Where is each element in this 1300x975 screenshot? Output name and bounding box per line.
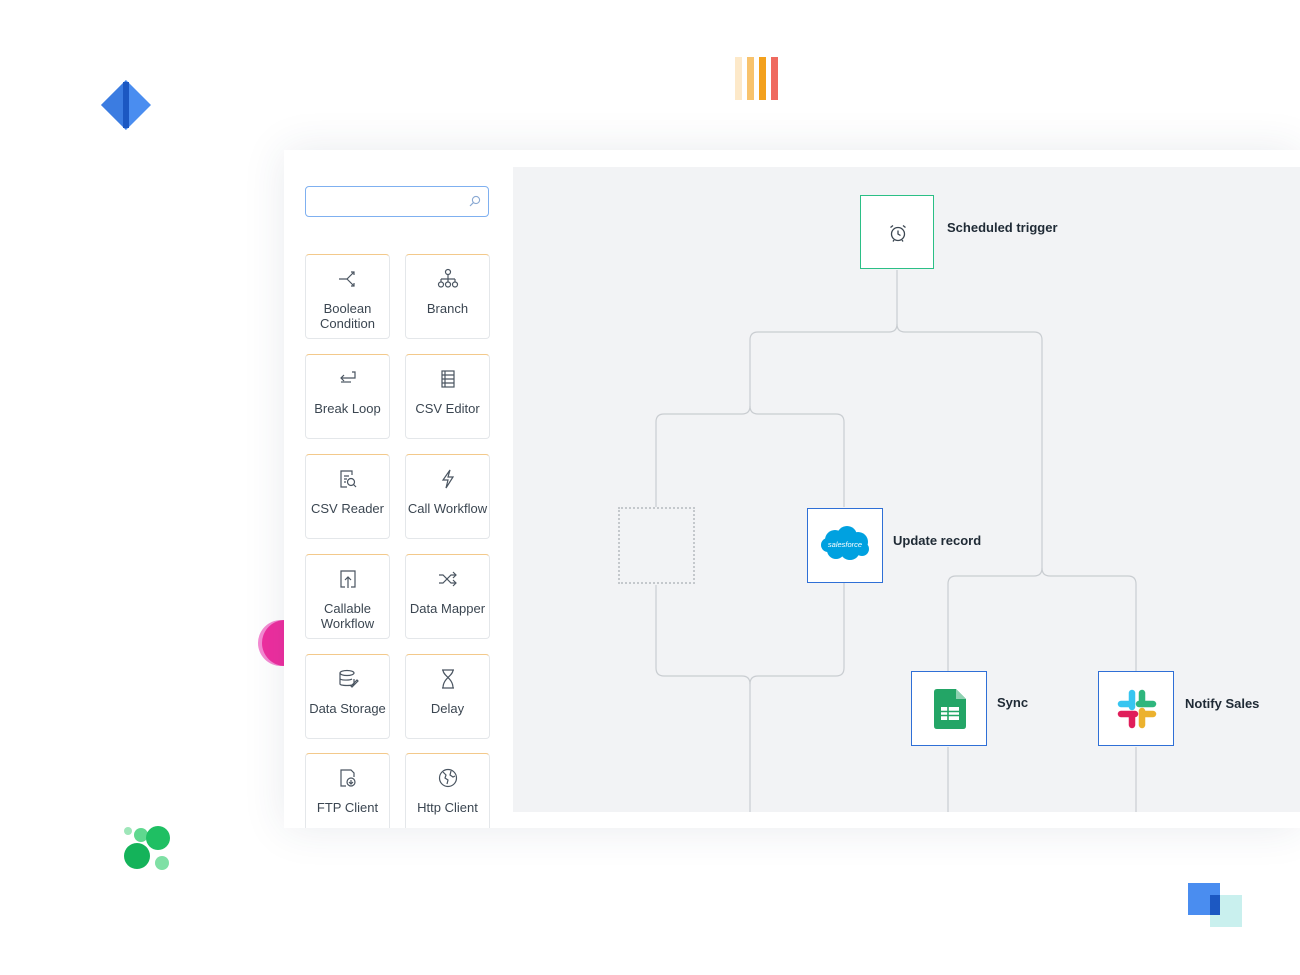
search-icon[interactable]: [469, 195, 481, 207]
salesforce-icon: salesforce: [821, 526, 869, 560]
tile-label: Http Client: [417, 800, 478, 815]
tile-label: FTP Client: [316, 800, 379, 815]
tile-callable-workflow[interactable]: Callable Workflow: [305, 554, 390, 639]
tile-label: CSV Reader: [311, 501, 384, 516]
connector-lines: [655, 270, 1137, 812]
update-record-node[interactable]: salesforce: [807, 508, 883, 583]
tile-label: Callable Workflow: [320, 601, 375, 631]
tile-csv-reader[interactable]: CSV Reader: [305, 454, 390, 539]
scheduled-trigger-node[interactable]: [860, 195, 934, 269]
sync-node[interactable]: [911, 671, 987, 746]
notify-sales-node[interactable]: [1098, 671, 1174, 746]
boolean-condition-icon: [339, 271, 355, 287]
sync-label: Sync: [997, 695, 1029, 710]
slack-icon: [1117, 689, 1157, 729]
tile-csv-editor[interactable]: CSV Editor: [405, 354, 490, 439]
tile-boolean-condition[interactable]: Boolean Condition: [305, 254, 390, 339]
tile-break-loop[interactable]: Break Loop: [305, 354, 390, 439]
tile-http-client[interactable]: Http Client: [405, 753, 490, 828]
tile-label: Call Workflow: [407, 501, 488, 516]
csv-editor-icon: [441, 370, 455, 388]
tile-delay[interactable]: Delay: [405, 654, 490, 739]
blue-diamond-logo-icon: [101, 80, 151, 130]
tile-label: CSV Editor: [415, 401, 480, 416]
step-palette: Boolean Condition Branch Break Loop CSV …: [305, 254, 491, 828]
tile-label: Boolean Condition: [320, 301, 375, 331]
workflow-editor-panel: Boolean Condition Branch Break Loop CSV …: [284, 150, 1300, 828]
tile-label: Delay: [430, 701, 465, 716]
tile-label: Branch: [426, 301, 469, 316]
tile-call-workflow[interactable]: Call Workflow: [405, 454, 490, 539]
workflow-canvas[interactable]: Scheduled trigger salesforce Update reco…: [513, 167, 1300, 812]
color-bars-logo-icon: [735, 57, 778, 100]
tile-data-mapper[interactable]: Data Mapper: [405, 554, 490, 639]
delay-icon: [442, 669, 454, 689]
branch-icon: [437, 268, 459, 288]
tile-branch[interactable]: Branch: [405, 254, 490, 339]
data-mapper-icon: [439, 571, 457, 587]
break-loop-icon: [340, 371, 356, 383]
pink-half-circle-icon: [258, 620, 285, 666]
data-storage-icon: [339, 669, 359, 688]
callable-workflow-icon: [340, 570, 356, 588]
notify-sales-label: Notify Sales: [1185, 696, 1260, 711]
empty-step-placeholder[interactable]: [618, 507, 695, 584]
salesforce-logo-text: salesforce: [828, 540, 862, 549]
google-sheets-icon: [934, 689, 966, 729]
tile-label: Data Storage: [309, 701, 386, 716]
alarm-clock-icon: [890, 224, 906, 242]
tile-label: Break Loop: [314, 401, 381, 416]
tile-label: Data Mapper: [409, 601, 486, 616]
csv-reader-icon: [340, 470, 357, 488]
green-dots-logo-icon: [124, 826, 170, 870]
search-input[interactable]: [305, 186, 489, 217]
call-workflow-icon: [441, 469, 455, 489]
update-record-label: Update record: [893, 533, 982, 548]
tile-ftp-client[interactable]: FTP Client: [305, 753, 390, 828]
ftp-client-icon: [340, 769, 356, 787]
tile-data-storage[interactable]: Data Storage: [305, 654, 390, 739]
http-client-icon: [438, 768, 458, 788]
scheduled-trigger-label: Scheduled trigger: [947, 220, 1058, 235]
blue-squares-logo-icon: [1188, 883, 1242, 927]
